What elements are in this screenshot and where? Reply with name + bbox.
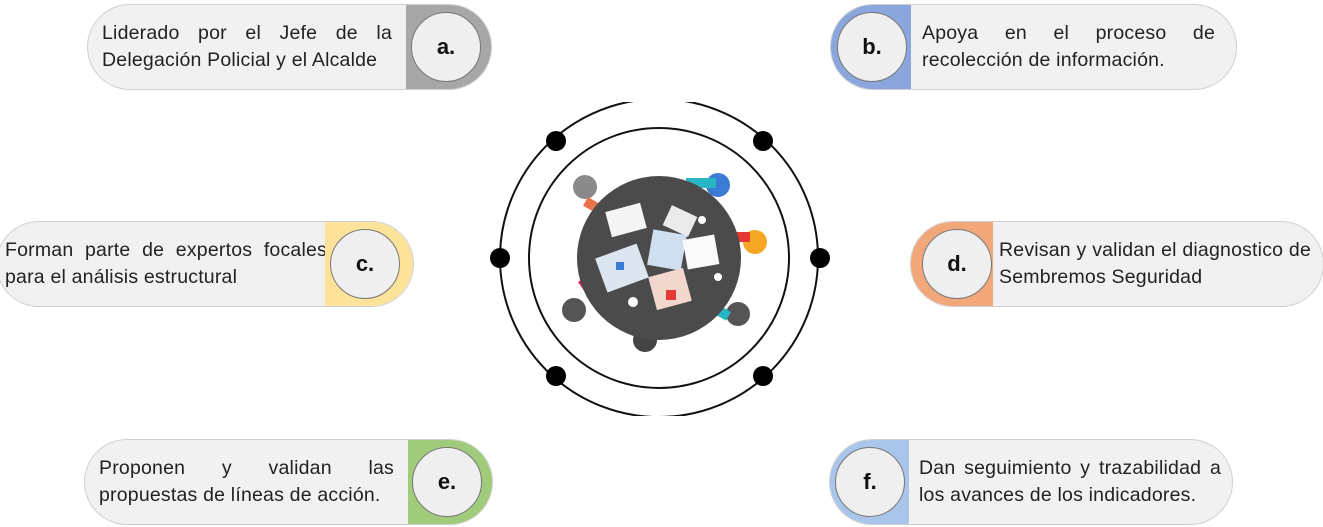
item-f-text-wrap: Dan seguimiento y trazabilidad a los ava… (919, 440, 1221, 524)
ring-dot (753, 366, 773, 386)
item-f-card: f. Dan seguimiento y trazabilidad a los … (829, 439, 1233, 525)
item-f-text: Dan seguimiento y trazabilidad a los ava… (919, 455, 1221, 509)
item-a-text: Liderado por el Jefe de la Delegación Po… (102, 20, 392, 74)
item-a-card: Liderado por el Jefe de la Delegación Po… (87, 4, 492, 90)
people-around-table-icon (562, 173, 767, 352)
item-b-badge: b. (837, 12, 907, 82)
item-e-card: Proponen y validan las propuestas de lín… (84, 439, 493, 525)
item-f-badge: f. (835, 447, 905, 517)
item-e-text-wrap: Proponen y validan las propuestas de lín… (99, 440, 394, 524)
item-b-card: b. Apoya en el proceso de recolección de… (830, 4, 1237, 90)
ring-dot (810, 248, 830, 268)
ring-dot (546, 366, 566, 386)
ring-dot (490, 248, 510, 268)
item-e-badge: e. (412, 447, 482, 517)
item-d-card: d. Revisan y validan el diagnostico de S… (910, 221, 1323, 307)
item-a-text-wrap: Liderado por el Jefe de la Delegación Po… (102, 5, 392, 89)
item-c-badge: c. (330, 229, 400, 299)
item-c-text-wrap: Forman parte de expertos focales para el… (5, 222, 327, 306)
item-d-badge: d. (922, 229, 992, 299)
item-b-text-wrap: Apoya en el proceso de recolección de in… (922, 5, 1215, 89)
item-a-badge: a. (411, 12, 481, 82)
item-b-text: Apoya en el proceso de recolección de in… (922, 20, 1215, 74)
ring-dot (546, 131, 566, 151)
item-d-text: Revisan y validan el diagnostico de Semb… (999, 237, 1311, 291)
item-d-text-wrap: Revisan y validan el diagnostico de Semb… (999, 222, 1311, 306)
meeting-table-illustration (490, 102, 830, 416)
item-c-card: Forman parte de expertos focales para el… (0, 221, 414, 307)
item-e-text: Proponen y validan las propuestas de lín… (99, 455, 394, 509)
item-c-text: Forman parte de expertos focales para el… (5, 237, 327, 291)
ring-dot (753, 131, 773, 151)
